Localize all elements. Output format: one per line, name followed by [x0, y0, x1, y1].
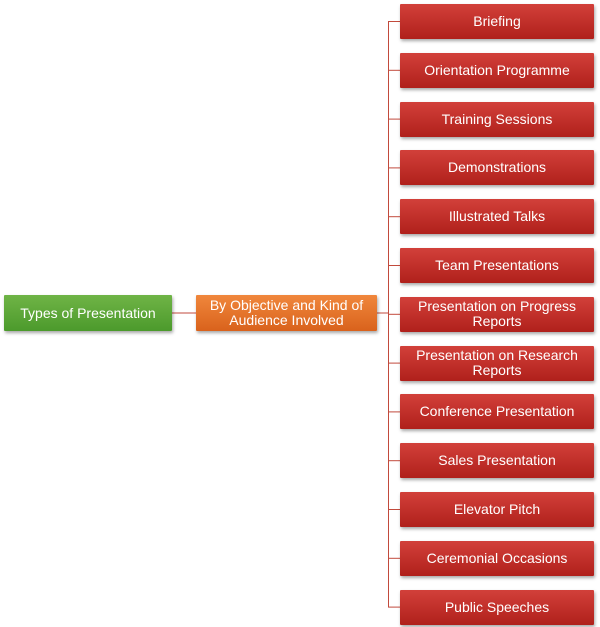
- leaf-node: Orientation Programme: [400, 52, 594, 88]
- leaf-node: Public Speeches: [400, 589, 594, 625]
- leaf-node: Ceremonial Occasions: [400, 540, 594, 576]
- leaf-node: Training Sessions: [400, 101, 594, 137]
- leaf-node: Presentation on Progress Reports: [400, 296, 594, 332]
- leaf-node: Sales Presentation: [400, 443, 594, 479]
- leaf-node: Briefing: [400, 4, 594, 39]
- leaf-node: Illustrated Talks: [400, 199, 594, 235]
- leaf-node: Elevator Pitch: [400, 492, 594, 527]
- leaf-node: Presentation on Research Reports: [400, 345, 594, 381]
- leaf-node: Team Presentations: [400, 248, 594, 283]
- leaf-node: Conference Presentation: [400, 394, 594, 430]
- category-node-by-objective: By Objective and Kind of Audience Involv…: [196, 295, 377, 331]
- leaf-node: Demonstrations: [400, 150, 594, 186]
- root-node-types-of-presentation: Types of Presentation: [4, 295, 172, 331]
